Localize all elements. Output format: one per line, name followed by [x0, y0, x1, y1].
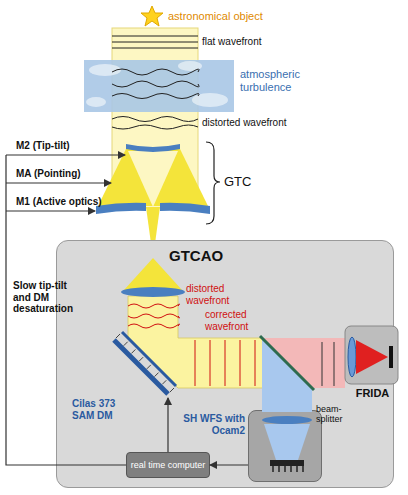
- detector-pins: [273, 466, 303, 472]
- signal-connector: [210, 464, 248, 465]
- label-holder: M1 (Active optics): [16, 196, 102, 208]
- corrected-wavefront-lines-pink: [322, 342, 334, 386]
- node-text: SH WFS with Ocam2: [179, 413, 245, 436]
- frida-detector: [389, 346, 393, 368]
- text-label: M1 (Active optics): [16, 196, 102, 208]
- star-icon: [141, 6, 163, 26]
- text-label: astronomical object: [168, 10, 263, 23]
- node-text: real time computer: [129, 460, 207, 470]
- label-holder: GTC: [224, 175, 251, 190]
- wfs-detector: [270, 460, 304, 466]
- text-label: M2 (Tip-tilt): [16, 140, 70, 152]
- label-holder: beam-splitter: [316, 404, 356, 425]
- label-holder: flat wavefront: [202, 36, 261, 48]
- text-label: Slow tip-tilt and DM desaturation: [13, 280, 77, 315]
- beam-splitter: [260, 336, 314, 390]
- m1-mirror-right: [160, 203, 210, 214]
- dm-actuators: [116, 334, 174, 392]
- computer-box: real time computer: [126, 452, 210, 478]
- m1-mirror-left: [96, 203, 146, 214]
- wfs-lens: [262, 416, 312, 424]
- label-holder: distorted wavefront: [186, 283, 248, 306]
- m2-mirror: [126, 144, 180, 152]
- cloud-blobs: [86, 61, 228, 107]
- frida-lens: [348, 337, 356, 377]
- label-holder: astronomical object: [168, 10, 263, 23]
- text-label: atmospheric turbulence: [240, 68, 324, 93]
- text-label: distorted wavefront: [186, 283, 248, 306]
- label-holder: Slow tip-tilt and DM desaturation: [13, 280, 77, 315]
- gtc-brace: [206, 142, 220, 224]
- node-text: FRIDA: [346, 387, 399, 400]
- relay-lens: [121, 287, 185, 297]
- node-text: GTCAO: [169, 247, 249, 264]
- text-label: distorted wavefront: [202, 117, 287, 129]
- feedback-loop: [6, 155, 168, 465]
- inner-cone: [128, 151, 178, 207]
- text-label: beam-splitter: [316, 404, 356, 425]
- label-holder: Cilas 373 SAM DM: [72, 398, 134, 421]
- text-label: flat wavefront: [202, 36, 261, 48]
- label-holder: M2 (Tip-tilt): [16, 140, 70, 152]
- text-label: MA (Pointing): [16, 168, 81, 180]
- turbulence-band: [84, 60, 234, 112]
- corrected-wavefront-lines: [195, 340, 255, 386]
- reflected-cone: [98, 149, 208, 206]
- label-holder: corrected wavefront: [205, 309, 275, 332]
- text-label: Cilas 373 SAM DM: [72, 398, 134, 421]
- frida-housing: [345, 326, 398, 384]
- distorted-wavefront-lines: [128, 304, 180, 328]
- text-label: corrected wavefront: [205, 309, 275, 332]
- flat-wavefront-lines: [112, 36, 198, 48]
- wfs-cone: [264, 424, 310, 460]
- turbulent-wavefronts: [112, 69, 199, 129]
- dm-backplate: [114, 340, 168, 394]
- diverging-cone: [124, 258, 182, 290]
- label-holder: MA (Pointing): [16, 168, 81, 180]
- text-label: GTC: [224, 175, 251, 190]
- label-holder: distorted wavefront: [202, 117, 287, 129]
- label-holder: atmospheric turbulence: [240, 68, 324, 93]
- frida-focus: [356, 340, 388, 374]
